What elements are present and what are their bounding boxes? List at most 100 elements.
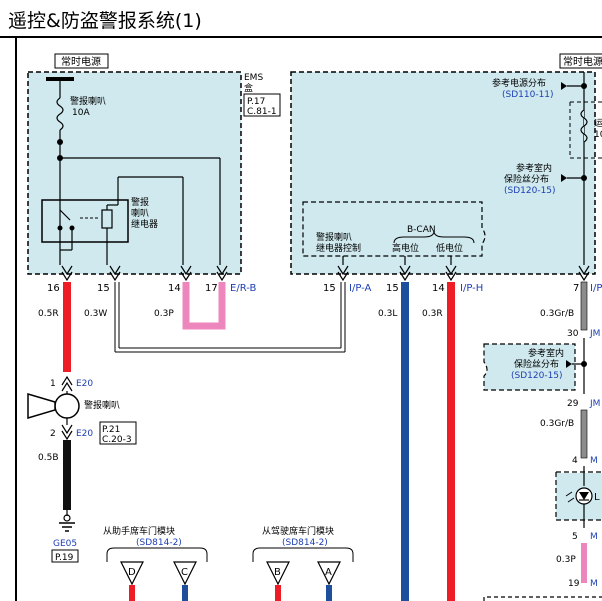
pin-m-5: 5	[572, 532, 578, 542]
pin-16: 16	[47, 283, 60, 294]
ems-name: EMS	[244, 73, 263, 83]
wire-label-03grb-2: 0.3Gr/B	[540, 419, 574, 429]
right-fuse-box-1: 参考室内	[528, 347, 564, 359]
right-fuse-box-ref: (SD120-15)	[511, 371, 563, 381]
fuse-symbol	[56, 97, 64, 131]
connector-m-19: M	[590, 579, 598, 589]
bcan-low: 低电位	[436, 242, 463, 254]
bcan-label: B-CAN	[407, 225, 436, 235]
horn-conn-top: E20	[76, 379, 93, 389]
ground-icon	[63, 514, 71, 522]
relay-switch-arm	[59, 209, 71, 221]
led-diode	[579, 492, 589, 500]
right-fuse-partial-2: 10	[594, 130, 602, 140]
horn-conn-bottom: E20	[76, 429, 93, 439]
door-module-2-ref: (SD814-2)	[282, 538, 328, 548]
connector-jm-29: JM	[589, 399, 600, 409]
wire-label-05r: 0.5R	[38, 309, 59, 319]
fuse-name: 警报喇叭	[70, 95, 106, 107]
wire-label-03w: 0.3W	[84, 309, 107, 319]
connector-arrow-can-high	[399, 265, 411, 282]
red-wire-16	[63, 282, 71, 372]
horn-pin-top: 1	[50, 379, 56, 389]
ems-ref-1: P.17	[247, 97, 265, 107]
relay-contact	[57, 225, 63, 231]
fuse-dist-label-1: 参考室内	[516, 162, 552, 174]
right-fuse-partial-1: 运	[594, 118, 602, 129]
terminal-c-icon	[173, 561, 197, 586]
pin-can-15: 15	[386, 283, 399, 294]
junction-dot	[581, 175, 587, 181]
wire-terminal-c	[182, 585, 188, 601]
terminal-b: B	[274, 567, 281, 578]
horn-pin-bottom: 2	[50, 429, 56, 439]
relay-label-1: 警报	[131, 196, 149, 208]
pin-15: 15	[97, 283, 110, 294]
power-bus-bar	[46, 77, 74, 81]
connector-m-5: M	[590, 532, 598, 542]
right-fuse-subbox	[569, 101, 602, 159]
wire-label-05b: 0.5B	[38, 453, 59, 463]
terminal-c: C	[181, 567, 188, 578]
bcan-brace	[393, 230, 475, 244]
door-module-1-label: 从助手席车门模块	[103, 525, 175, 537]
wire-terminal-b	[275, 585, 281, 601]
wire-terminal-a	[326, 585, 332, 601]
terminal-a: A	[325, 567, 332, 578]
power-label-box-right	[559, 53, 602, 69]
right-fuse-box-arrow	[566, 360, 572, 368]
power-label-box-left	[54, 53, 109, 69]
title-rule	[0, 36, 602, 38]
door-module-1-brace	[106, 547, 208, 562]
pin-jm-29: 29	[567, 399, 579, 409]
wire-label-03grb-1: 0.3Gr/B	[540, 309, 574, 319]
relay-control-1: 警报喇叭	[316, 231, 352, 243]
relay-control-2: 继电器控制	[316, 242, 361, 254]
pin-m-19: 19	[568, 579, 580, 589]
wire-label-03p: 0.3P	[154, 309, 174, 319]
door-module-2-label: 从驾驶席车门模块	[262, 525, 334, 537]
relay-box	[41, 199, 129, 243]
terminal-d: D	[128, 567, 136, 578]
right-fuse-box-2: 保险丝分布	[514, 358, 559, 370]
connector-arrow-17	[216, 265, 228, 282]
fuse-dist-arrow	[561, 174, 567, 182]
bcan-high: 高电位	[392, 242, 419, 254]
bcan-subbox	[302, 201, 486, 257]
ems-box	[27, 71, 242, 275]
page-title: 遥控&防盗警报系统(1)	[8, 10, 202, 32]
power-label-right: 常时电源	[563, 55, 602, 68]
black-wire	[63, 440, 71, 510]
connector-iph: I/P-H	[460, 283, 483, 294]
connector-ipa: I/P-A	[349, 283, 372, 294]
right-fuse-dist-box	[483, 343, 576, 391]
relay-label-3: 继电器	[131, 218, 158, 230]
horn-bell	[27, 392, 56, 420]
door-module-1-ref: (SD814-2)	[136, 538, 182, 548]
pin-14: 14	[168, 283, 181, 294]
ems-ref-2: C.81-1	[247, 107, 277, 117]
wire-label-03p-right: 0.3P	[556, 555, 576, 565]
fuse-dist-ref: (SD120-15)	[504, 186, 556, 196]
red-wire-can-low	[447, 282, 455, 601]
led-light-rays	[565, 491, 575, 503]
connector-m-4: M	[590, 456, 598, 466]
terminal-b-icon	[266, 561, 290, 586]
ems-name-2: 盒	[244, 82, 253, 94]
connector-arrow-14	[180, 265, 192, 282]
connector-arrow-ipa	[337, 265, 349, 282]
pin-can-14: 14	[432, 283, 445, 294]
title-bar: 遥控&防盗警报系统(1)	[0, 0, 602, 37]
power-dist-ref: (SD110-11)	[502, 90, 554, 100]
connector-ip: I/P	[590, 283, 602, 294]
connector-label-erb: E/R-B	[230, 283, 256, 294]
frame-left-border	[15, 37, 17, 601]
right-fuse-symbol	[580, 109, 588, 143]
power-dist-label: 参考电源分布	[492, 77, 546, 89]
horn-ref-2: C.20-3	[102, 435, 132, 445]
horn-ref-1: P.21	[102, 425, 120, 435]
blue-wire-can-high	[401, 282, 409, 601]
pin-17: 17	[205, 283, 218, 294]
ground-ref-box	[51, 549, 79, 563]
